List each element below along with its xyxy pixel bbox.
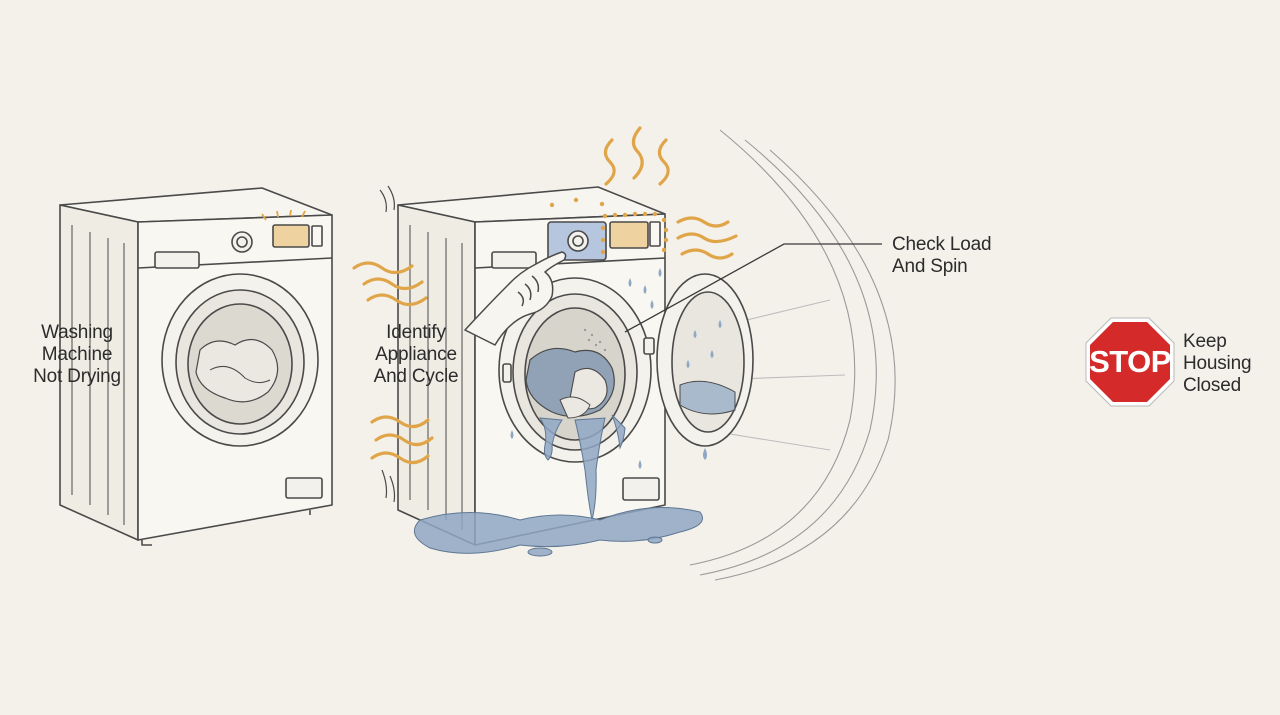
motion-arcs [689,129,896,581]
stop-sign-icon [1085,317,1175,407]
left-washing-machine [59,187,333,546]
label-check-load: Check Load And Spin [892,234,992,277]
callout-line [624,243,882,333]
hand-pointing [464,251,567,346]
label-keep-closed: Keep Housing Closed [1183,331,1252,396]
water-leak [413,414,703,557]
heat-waves [352,126,738,465]
label-not-drying: Washing Machine Not Drying [33,322,121,387]
open-door [656,273,754,460]
label-identify-appliance: Identify Appliance And Cycle [373,322,459,387]
vibration-lines [379,185,396,503]
stop-sign-text: STOP [1089,344,1171,379]
